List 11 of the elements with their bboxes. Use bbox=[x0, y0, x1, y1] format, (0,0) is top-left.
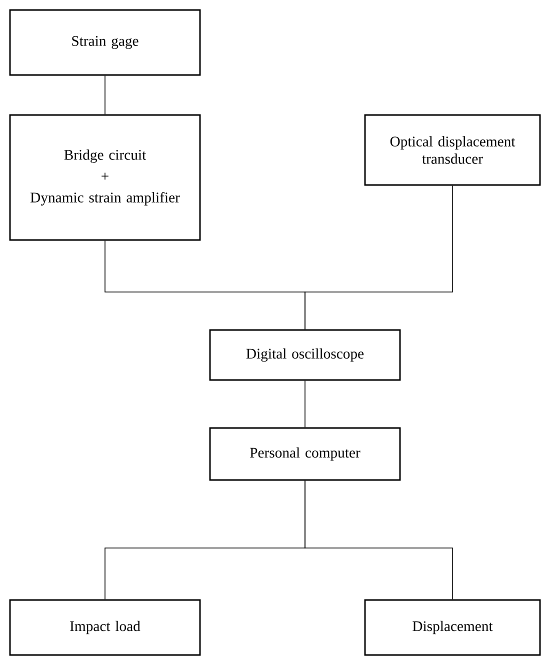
process-box: Impact load bbox=[9, 599, 201, 656]
process-box: Optical displacement transducer bbox=[364, 114, 541, 186]
connector-line bbox=[304, 380, 306, 428]
process-box: Bridge circuit + Dynamic strain amplifier bbox=[9, 114, 201, 241]
process-box: Strain gage bbox=[9, 9, 201, 76]
connector-line bbox=[304, 480, 453, 600]
connector-line bbox=[304, 185, 453, 330]
process-box: Displacement bbox=[364, 599, 541, 656]
process-box: Personal computer bbox=[209, 427, 401, 481]
connector-line bbox=[104, 75, 106, 115]
process-box: Digital oscilloscope bbox=[209, 329, 401, 381]
